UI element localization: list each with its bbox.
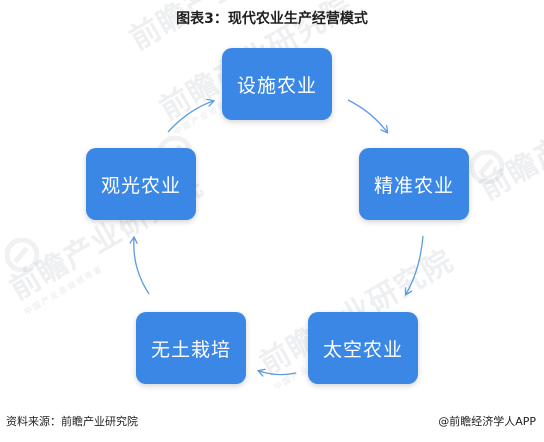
- node-tourism-agriculture: 观光农业: [86, 148, 196, 220]
- diagram-title: 图表3：现代农业生产经营模式: [176, 11, 368, 27]
- node-space-agriculture: 太空农业: [308, 312, 418, 384]
- arrow-bottom-left-to-left: [134, 238, 150, 295]
- watermark-logo-icon: [5, 238, 39, 272]
- arrow-top-to-right: [347, 99, 387, 132]
- arrow-left-to-top: [167, 101, 213, 133]
- arrow-right-to-bottom-right: [406, 235, 424, 294]
- credit-note: @前瞻经济学人APP: [438, 415, 536, 428]
- arrow-bottom-right-to-bottom-left: [259, 371, 297, 375]
- node-soilless-cultivation: 无土栽培: [136, 312, 246, 384]
- watermark-logo-icon: [470, 150, 504, 184]
- node-facility-agriculture: 设施农业: [222, 48, 332, 120]
- source-note: 资料来源：前瞻产业研究院: [6, 415, 138, 428]
- node-precision-agriculture: 精准农业: [359, 148, 469, 220]
